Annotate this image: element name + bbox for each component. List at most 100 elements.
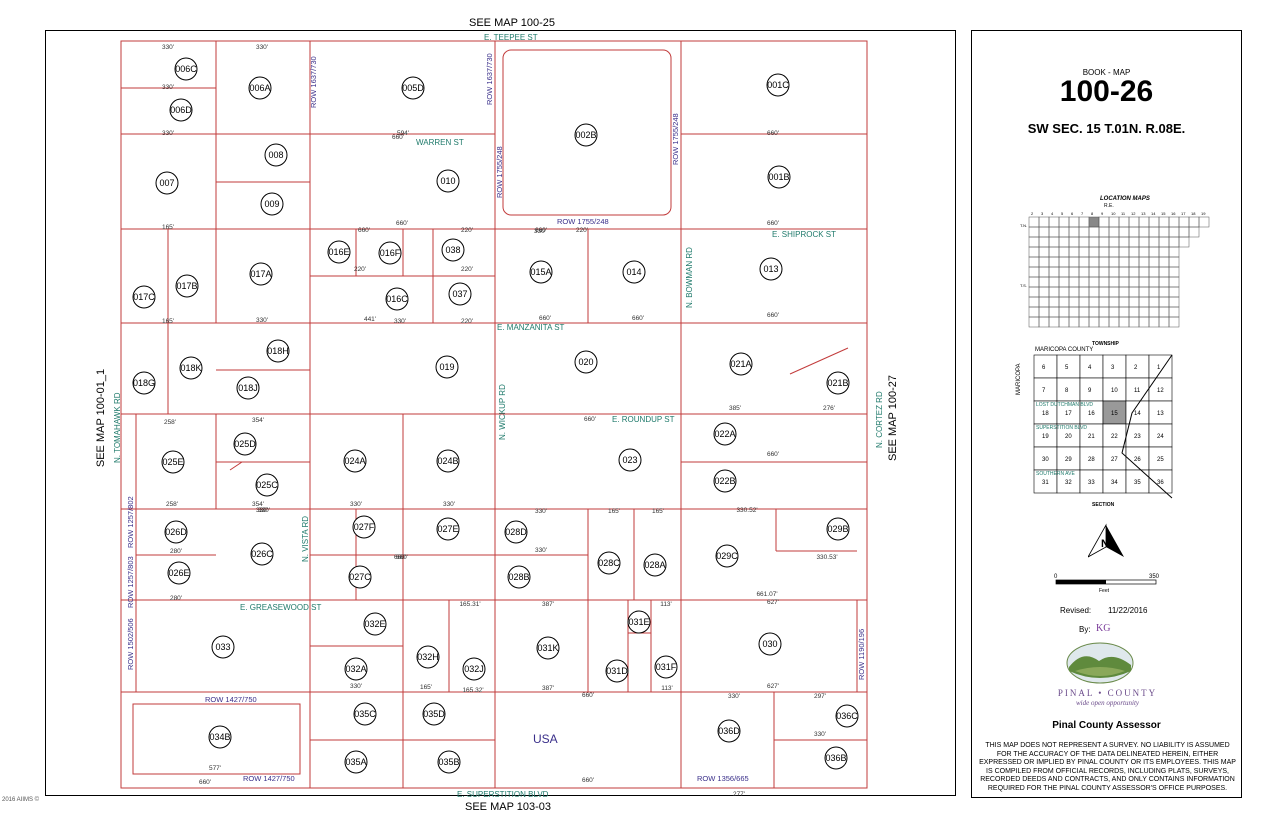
parcel-028B[interactable]: 028B [507,565,531,589]
parcel-027F[interactable]: 027F [352,515,376,539]
parcel-033[interactable]: 033 [211,635,235,659]
see-map-bottom[interactable]: SEE MAP 103-03 [465,801,552,813]
dimension-label: 330.52' [736,507,757,514]
parcel-031F[interactable]: 031F [654,655,678,679]
parcel-032E[interactable]: 032E [363,612,387,636]
parcel-027E[interactable]: 027E [436,517,460,541]
parcel-032H[interactable]: 032H [416,645,440,669]
parcel-id: 031E [628,617,649,627]
parcel-026D[interactable]: 026D [164,520,188,544]
parcel-035C[interactable]: 035C [353,702,377,726]
county-name: PINAL • COUNTY [1057,688,1158,698]
parcel-id: 031F [656,662,677,672]
parcel-circles[interactable]: 006C 006A 005D 002B 001C 006D 008 007 010 001B 009… [132,57,859,774]
parcel-017A[interactable]: 017A [249,262,273,286]
parcel-034B[interactable]: 034B [208,725,232,749]
parcel-032J[interactable]: 032J [462,657,486,681]
parcel-025E[interactable]: 025E [161,450,185,474]
parcel-id: 024B [437,456,458,466]
parcel-id: 026E [168,568,189,578]
parcel-017C[interactable]: 017C [132,285,156,309]
street-warren: WARREN ST [416,138,464,147]
map-frame [45,30,956,796]
parcel-id: 026D [165,527,187,537]
parcel-024A[interactable]: 024A [343,449,367,473]
parcel-029B[interactable]: 029B [826,517,850,541]
parcel-017B[interactable]: 017B [175,274,199,298]
parcel-018H[interactable]: 018H [266,339,290,363]
parcel-id: 032J [464,664,484,674]
parcel-029C[interactable]: 029C [715,544,739,568]
dimension-label: 330' [258,507,270,514]
parcel-036B[interactable]: 036B [824,746,848,770]
dimension-label: 577' [209,765,221,772]
parcel-id: 026C [251,549,273,559]
parcel-025D[interactable]: 025D [233,432,257,456]
range-number: 11 [1121,211,1126,216]
parcel-035D[interactable]: 035D [422,702,446,726]
parcel-024B[interactable]: 024B [436,449,460,473]
parcel-027C[interactable]: 027C [348,565,372,589]
parcel-035B[interactable]: 035B [437,750,461,774]
section-number: 9 [1088,388,1092,394]
parcel-036D[interactable]: 036D [717,719,741,743]
parcel-id: 021A [730,359,751,369]
parcel-id: 036C [836,711,858,721]
parcel-022B[interactable]: 022B [713,469,737,493]
parcel-028C[interactable]: 028C [597,551,621,575]
parcel-007[interactable]: 007 [155,171,179,195]
parcel-006C[interactable]: 006C [174,57,198,81]
parcel-018J[interactable]: 018J [236,376,260,400]
parcel-038[interactable]: 038 [441,238,465,262]
parcel-035A[interactable]: 035A [344,750,368,774]
road-label: SUPERSTITION BLVD [1036,425,1087,431]
parcel-016F[interactable]: 016F [378,241,402,265]
parcel-019[interactable]: 019 [435,355,459,379]
parcel-026E[interactable]: 026E [167,561,191,585]
dimension-label: 330' [350,683,362,690]
parcel-002B[interactable]: 002B [574,123,598,147]
parcel-026C[interactable]: 026C [250,542,274,566]
parcel-016E[interactable]: 016E [327,240,351,264]
dimension-label: 660' [584,416,596,423]
parcel-023[interactable]: 023 [618,448,642,472]
parcel-id: 017A [250,269,271,279]
parcel-006A[interactable]: 006A [248,76,272,100]
parcel-016C[interactable]: 016C [385,287,409,311]
parcel-013[interactable]: 013 [759,257,783,281]
parcel-001C[interactable]: 001C [766,73,790,97]
parcel-022A[interactable]: 022A [713,422,737,446]
parcel-031K[interactable]: 031K [536,636,560,660]
parcel-025C[interactable]: 025C [255,473,279,497]
parcel-020[interactable]: 020 [574,350,598,374]
street-bowman: N. BOWMAN RD [685,247,694,308]
dimension-label: 330' [728,693,740,700]
parcel-009[interactable]: 009 [260,192,284,216]
parcel-031D[interactable]: 031D [605,659,629,683]
parcel-031E[interactable]: 031E [627,610,651,634]
parcel-028A[interactable]: 028A [643,553,667,577]
parcel-014[interactable]: 014 [622,260,646,284]
parcel-021B[interactable]: 021B [826,371,850,395]
parcel-030[interactable]: 030 [758,632,782,656]
range-number: 19 [1201,211,1206,216]
parcel-008[interactable]: 008 [264,143,288,167]
parcel-028D[interactable]: 028D [504,520,528,544]
parcel-001B[interactable]: 001B [767,165,791,189]
parcel-018K[interactable]: 018K [179,356,203,380]
parcel-032A[interactable]: 032A [344,657,368,681]
parcel-id: 038 [445,245,460,255]
parcel-id: 017C [133,292,155,302]
parcel-id: 028A [644,560,665,570]
parcel-021A[interactable]: 021A [729,352,753,376]
parcel-036C[interactable]: 036C [835,704,859,728]
parcel-006D[interactable]: 006D [169,98,193,122]
parcel-010[interactable]: 010 [436,169,460,193]
parcel-id: 028C [598,558,620,568]
by-label: By: [1079,625,1091,634]
parcel-015A[interactable]: 015A [529,260,553,284]
parcel-018G[interactable]: 018G [132,371,156,395]
parcel-037[interactable]: 037 [448,282,472,306]
see-map-top[interactable]: SEE MAP 100-25 [469,17,556,29]
parcel-005D[interactable]: 005D [401,76,425,100]
